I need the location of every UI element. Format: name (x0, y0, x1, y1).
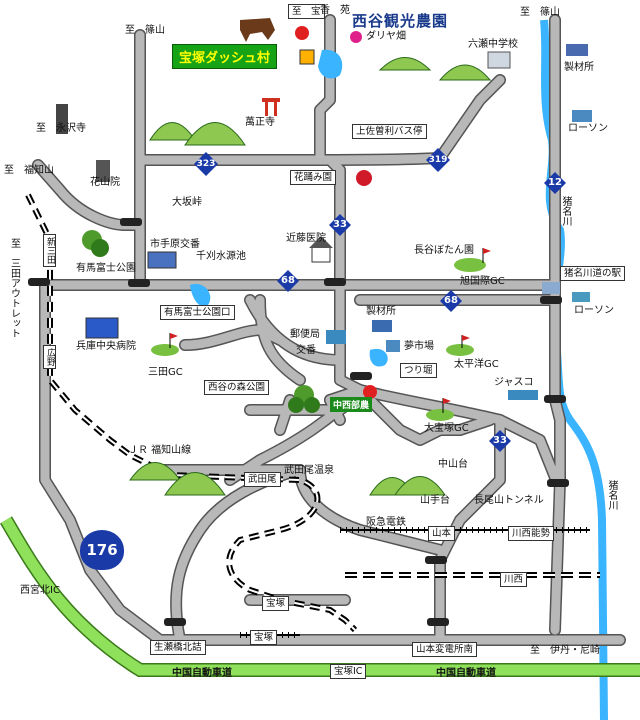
label-tsuriike: つり堀 (400, 363, 437, 379)
label-yubin: 郵便局 (290, 329, 320, 340)
label-kamisaya: 上佐曽利バス停 (352, 124, 427, 140)
label-takedao: 武田尾 (244, 472, 281, 488)
label-dalia: ダリヤ畑 (366, 31, 406, 42)
horse-icon (240, 18, 275, 42)
label-inagawa-river-2: 猪名川 (606, 480, 617, 510)
label-taiheiyo: 太平洋GC (454, 359, 499, 370)
label-takedao-onsen: 武田尾温泉 (284, 465, 334, 476)
label-lawson2: ローソン (574, 305, 614, 316)
label-nishitani-park: 西谷の森公園 (204, 380, 270, 396)
label-yumeichi: 夢市場 (404, 341, 434, 352)
label-daihozuka: 大宝塚GC (424, 423, 469, 434)
label-hanayama: 花山院 (90, 177, 120, 188)
label-hoko2: 香 苑 (320, 5, 350, 16)
golf-courses (151, 248, 491, 421)
label-yamamoto-hen: 山本変電所南 (412, 642, 478, 658)
label-kondo: 近藤医院 (286, 233, 326, 244)
label-inagawa-river-1: 猪名川 (560, 196, 571, 226)
label-seizai1: 製材所 (564, 62, 594, 73)
label-to-fukuchiyama: 至 福知山 (4, 165, 54, 176)
label-takarazuka-ic: 宝塚IC (330, 664, 367, 680)
pond (369, 348, 388, 367)
route-shield-68: 68 (277, 270, 299, 292)
label-arima-koen: 有馬富士公園 (76, 263, 136, 274)
label-namaze: 生瀬橋北詰 (150, 640, 206, 656)
pond (318, 49, 343, 79)
label-hirono: 広野 (43, 345, 56, 369)
dash-mura-marker (299, 49, 315, 65)
label-inagawa-michi: 猪名川道の駅 (560, 266, 626, 282)
trees (82, 230, 320, 413)
label-nakayamadai: 中山台 (438, 459, 468, 470)
strawberry-icon (295, 26, 309, 40)
traffic-lights (28, 218, 569, 626)
label-takarazuka2: 宝塚 (250, 630, 278, 646)
label-yamamoto: 山本 (428, 526, 456, 542)
route-shield-176: 176 (80, 530, 124, 570)
rose-icon (356, 170, 372, 186)
label-hoko: 至 宝 (288, 4, 325, 20)
mountains (129, 57, 492, 496)
dash-mura-label: 宝塚ダッシュ村 (172, 44, 278, 69)
label-sanda-gc: 三田GC (148, 367, 183, 378)
label-asahi-gc: 旭国際GC (460, 276, 505, 287)
label-arima-koen-guchi: 有馬富士公園口 (160, 305, 235, 321)
route-shield-12: 12 (544, 172, 566, 194)
label-hankyu: 阪急電鉄 (366, 517, 406, 528)
label-to-sasayama-left: 至 篠山 (125, 25, 165, 36)
label-hanamidoko: 花踊み園 (290, 170, 337, 186)
label-koban: 交番 (296, 345, 316, 356)
label-to-eitakuji: 至 永沢寺 (36, 123, 86, 134)
label-yamatedai: 山手台 (420, 495, 450, 506)
label-osaka-toge: 大坂峠 (172, 197, 202, 208)
label-kawanishi: 川西 (500, 572, 528, 588)
label-jasco: ジャスコ (494, 377, 534, 388)
label-rokken: 六瀬中学校 (468, 39, 518, 50)
label-to-itami: 至 伊丹・尼崎 (530, 645, 600, 656)
chuseibu-label: 中西部農 (330, 397, 373, 412)
label-seizai2: 製材所 (366, 306, 396, 317)
label-chugoku-2: 中国自動車道 (436, 668, 496, 679)
pond (190, 284, 211, 307)
route-shield-33: 33 (329, 214, 351, 236)
label-nagaosan: 長尾山トンネル (474, 495, 544, 506)
label-to-sasayama: 至 篠山 (520, 7, 560, 18)
page-title: 西谷観光農園 (352, 12, 449, 30)
label-senko: 千刈水源池 (196, 251, 246, 262)
flower-icon (350, 31, 362, 43)
label-hyogo-hosp: 兵庫中央病院 (76, 341, 136, 352)
label-shin-sanda: 新三田 (43, 234, 56, 267)
label-nagatani: 長谷ぼたん園 (414, 245, 474, 256)
strawberry-icon (363, 385, 377, 399)
label-gonoji: 萬正寺 (245, 117, 275, 128)
route-shield-33: 33 (489, 430, 511, 452)
label-sanda-outlet: 至 三田アウトレット (8, 238, 20, 338)
label-ichigahara: 市手原交番 (150, 239, 200, 250)
label-nishinomiya-kita: 西宮北IC (20, 585, 60, 596)
buildings (56, 44, 592, 400)
label-kawanishi-noseguchi: 川西能勢 (508, 526, 555, 542)
label-takarazuka1: 宝塚 (262, 596, 290, 612)
route-shield-68: 68 (440, 290, 462, 312)
label-lawson1: ローソン (568, 123, 608, 134)
label-jr-line: ＪＲ 福知山線 (128, 445, 192, 456)
label-chugoku-1: 中国自動車道 (172, 668, 232, 679)
